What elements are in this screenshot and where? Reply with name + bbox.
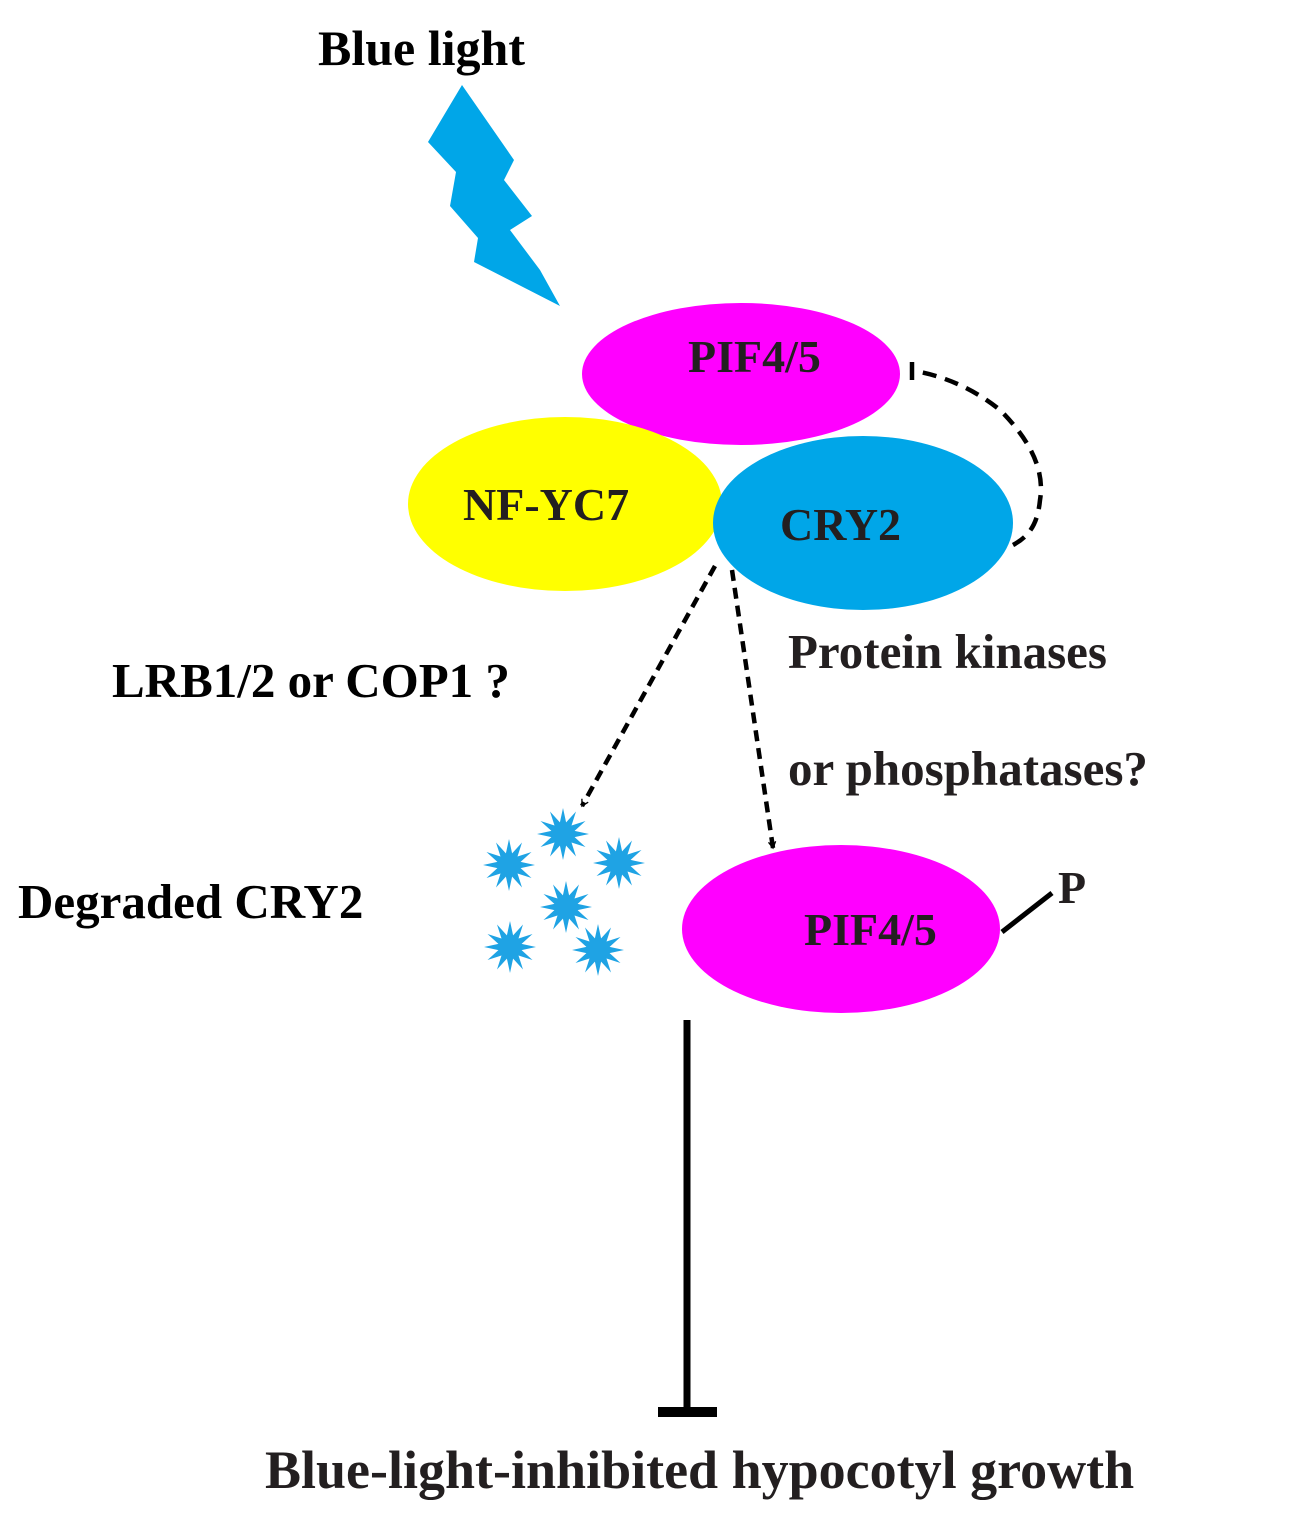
starburst-icon <box>593 837 645 889</box>
protein-kinases-label: Protein kinases <box>788 624 1107 679</box>
cry2-ellipse <box>713 436 1013 610</box>
degraded-cry2-fragments <box>483 808 645 976</box>
degraded-cry2-label: Degraded CRY2 <box>18 874 363 929</box>
degradation-dashed-arrow <box>580 564 717 808</box>
pif45-phospho-label: PIF4/5 <box>804 904 937 955</box>
lrb-cop1-label: LRB1/2 or COP1 ? <box>112 653 510 708</box>
starburst-icon <box>537 808 589 860</box>
cry2-label: CRY2 <box>780 499 901 550</box>
nfyc7-ellipse <box>408 417 722 591</box>
pif45-top-label: PIF4/5 <box>688 331 821 382</box>
pif45-phospho-ellipse <box>682 845 1000 1013</box>
cry2-inhibits-pif-dashed-arc <box>919 369 1044 547</box>
starburst-icon <box>483 839 535 891</box>
blue-light-label: Blue light <box>318 20 525 76</box>
outcome-label: Blue-light-inhibited hypocotyl growth <box>265 1440 1134 1500</box>
phospho-p-label: P <box>1058 862 1086 913</box>
lightning-icon <box>428 85 560 306</box>
starburst-icon <box>540 881 592 933</box>
phospho-bond-line <box>1000 891 1054 934</box>
starburst-icon <box>572 924 624 976</box>
phosphatases-label: or phosphatases? <box>788 741 1148 796</box>
starburst-icon <box>484 921 536 973</box>
phosphorylation-dashed-arrow <box>729 569 777 850</box>
pif45-top-ellipse <box>582 303 900 445</box>
nfyc7-label: NF-YC7 <box>463 479 629 530</box>
